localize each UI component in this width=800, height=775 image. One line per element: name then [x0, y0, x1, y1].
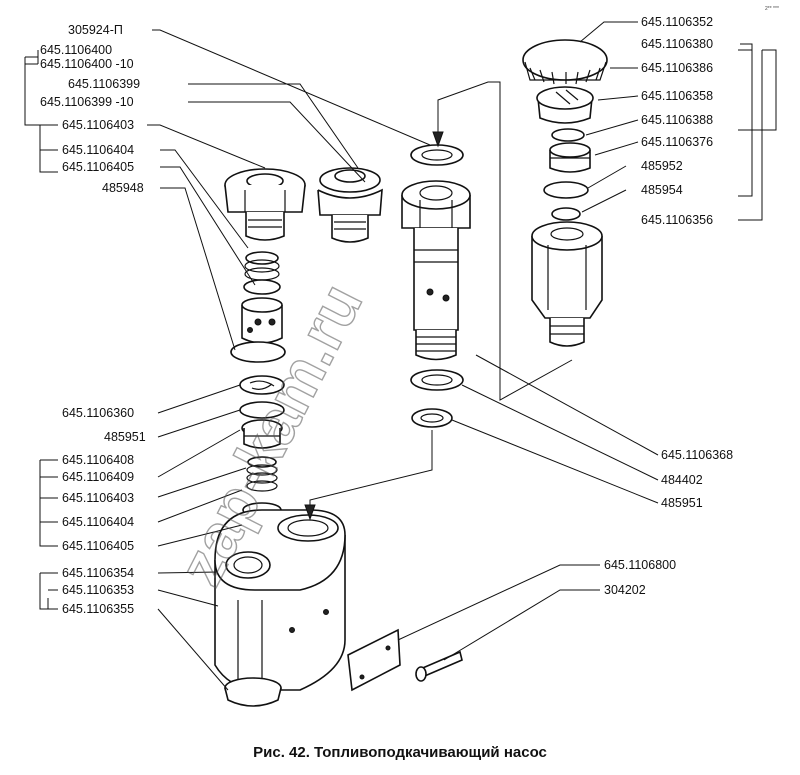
cover-plate-and-bolt — [347, 628, 463, 692]
part-label: 645.1106400 -10 — [40, 57, 134, 71]
assembly-arrows — [304, 81, 573, 521]
part-label: 645.1106408 — [62, 453, 134, 467]
part-label: 645.1106360 — [62, 406, 134, 420]
valve-plug-middle — [317, 167, 383, 243]
leader-lines — [147, 21, 659, 691]
part-label: 645.1106358 — [641, 89, 713, 103]
part-label: 484402 — [661, 473, 703, 487]
label-brackets — [24, 43, 777, 610]
valve-plug-left — [224, 168, 306, 241]
part-label: 645.1106399 — [68, 77, 140, 91]
left-labels: 305924-П 645.1106400 645.1106400 -10 645… — [40, 23, 146, 616]
part-label: 645.1106399 -10 — [40, 95, 134, 109]
part-label: 645.1106400 — [40, 43, 112, 57]
part-label: 645.1106352 — [641, 15, 713, 29]
part-label: 305924-П — [68, 23, 123, 37]
part-label: 645.1106403 — [62, 491, 134, 505]
part-label: 645.1106354 — [62, 566, 134, 580]
pump-housing — [214, 509, 346, 707]
part-label: 645.1106376 — [641, 135, 713, 149]
part-label: 645.1106403 — [62, 118, 134, 132]
central-fitting — [401, 144, 471, 428]
part-label: 645.1106368 — [661, 448, 733, 462]
valve-parts-left-upper — [230, 251, 286, 363]
part-label: 645.1106800 — [604, 558, 676, 572]
part-label: 645.1106386 — [641, 61, 713, 75]
part-label: 645.1106380 — [641, 37, 713, 51]
figure-caption: Рис. 42. Топливоподкачивающий насос — [253, 744, 547, 761]
part-label: 645.1106409 — [62, 470, 134, 484]
right-labels: 645.1106352 645.1106380 645.1106386 645.… — [604, 15, 733, 597]
part-label: 645.1106388 — [641, 113, 713, 127]
part-label: 645.1106355 — [62, 602, 134, 616]
corner-mark: 2** *** — [765, 6, 779, 12]
part-label: 645.1106353 — [62, 583, 134, 597]
part-label: 304202 — [604, 583, 646, 597]
part-label: 485954 — [641, 183, 683, 197]
part-label: 485951 — [104, 430, 146, 444]
parts-drawing — [24, 21, 777, 707]
part-label: 645.1106405 — [62, 160, 134, 174]
part-label: 485948 — [102, 181, 144, 195]
part-label: 645.1106404 — [62, 143, 134, 157]
part-label: 645.1106356 — [641, 213, 713, 227]
part-label: 485952 — [641, 159, 683, 173]
part-label: 645.1106405 — [62, 539, 134, 553]
part-label: 485951 — [661, 496, 703, 510]
part-label: 645.1106404 — [62, 515, 134, 529]
hand-primer-pump — [522, 39, 608, 347]
